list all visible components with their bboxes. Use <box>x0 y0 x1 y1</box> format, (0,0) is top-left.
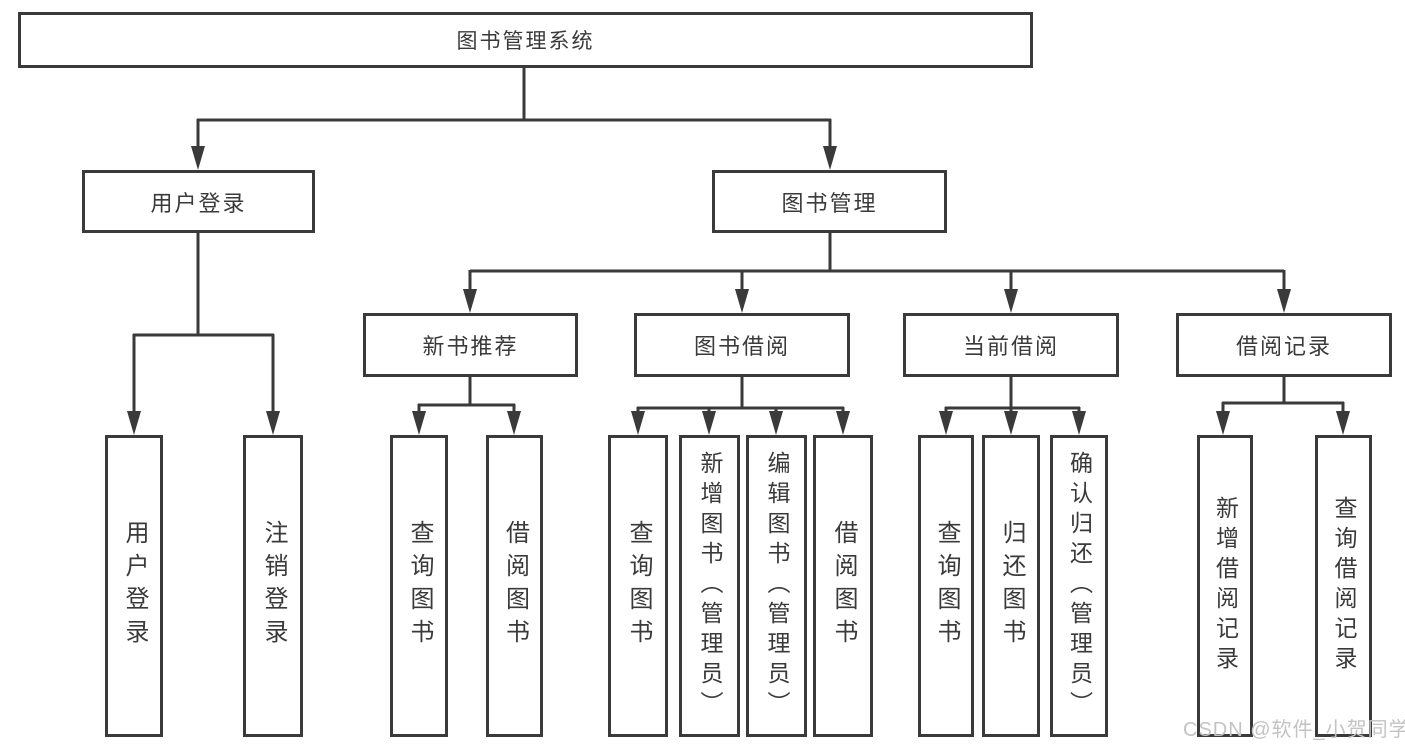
leaf-query-books-recommend: 查询图书 <box>390 435 448 737</box>
node-label: 新增图书（管理员） <box>697 451 723 721</box>
node-label: 查询图书 <box>933 520 960 652</box>
node-label: 查询借阅记录 <box>1331 496 1357 676</box>
node-label: 编辑图书（管理员） <box>764 451 790 721</box>
node-user-login-branch: 用户登录 <box>82 170 315 233</box>
node-new-book-recommendation: 新书推荐 <box>363 313 578 377</box>
leaf-logout: 注销登录 <box>243 435 303 737</box>
node-label: 图书管理 <box>781 190 878 216</box>
node-label: 新增借阅记录 <box>1212 496 1239 676</box>
node-borrowing-records: 借阅记录 <box>1176 313 1392 377</box>
node-label: 查询图书 <box>625 520 652 652</box>
leaf-confirm-return-admin: 确认归还（管理员） <box>1050 435 1108 737</box>
leaf-return-books: 归还图书 <box>982 435 1040 737</box>
node-label: 注销登录 <box>260 520 287 652</box>
node-label: 归还图书 <box>998 520 1025 652</box>
csdn-watermark: CSDN @软件_小贺同学 <box>1183 719 1405 741</box>
leaf-query-borrow-record: 查询借阅记录 <box>1315 435 1372 737</box>
node-label: 新书推荐 <box>422 334 519 359</box>
leaf-add-books-admin: 新增图书（管理员） <box>679 435 740 737</box>
node-book-borrowing: 图书借阅 <box>634 313 850 377</box>
node-label: 查询图书 <box>406 520 433 652</box>
node-label: 当前借阅 <box>962 334 1059 359</box>
node-label: 借阅图书 <box>501 520 529 652</box>
leaf-user-login: 用户登录 <box>105 435 163 737</box>
leaf-query-books-current: 查询图书 <box>918 435 974 737</box>
node-label: 用户登录 <box>121 520 148 652</box>
node-label: 借阅图书 <box>830 520 857 652</box>
node-label: 借阅记录 <box>1235 334 1332 359</box>
node-label: 确认归还（管理员） <box>1066 451 1093 721</box>
node-label: 用户登录 <box>150 190 247 216</box>
leaf-edit-books-admin: 编辑图书（管理员） <box>746 435 807 737</box>
node-book-management-branch: 图书管理 <box>712 170 947 233</box>
leaf-borrow-books-recommend: 借阅图书 <box>486 435 543 737</box>
node-library-management-system: 图书管理系统 <box>18 12 1033 68</box>
leaf-add-borrow-record: 新增借阅记录 <box>1197 435 1253 737</box>
leaf-borrow-books-borrowing: 借阅图书 <box>813 435 873 737</box>
node-label: 图书借阅 <box>693 334 790 359</box>
leaf-query-books-borrowing: 查询图书 <box>608 435 668 737</box>
node-current-borrowing: 当前借阅 <box>903 313 1119 377</box>
node-label: 图书管理系统 <box>456 30 595 53</box>
